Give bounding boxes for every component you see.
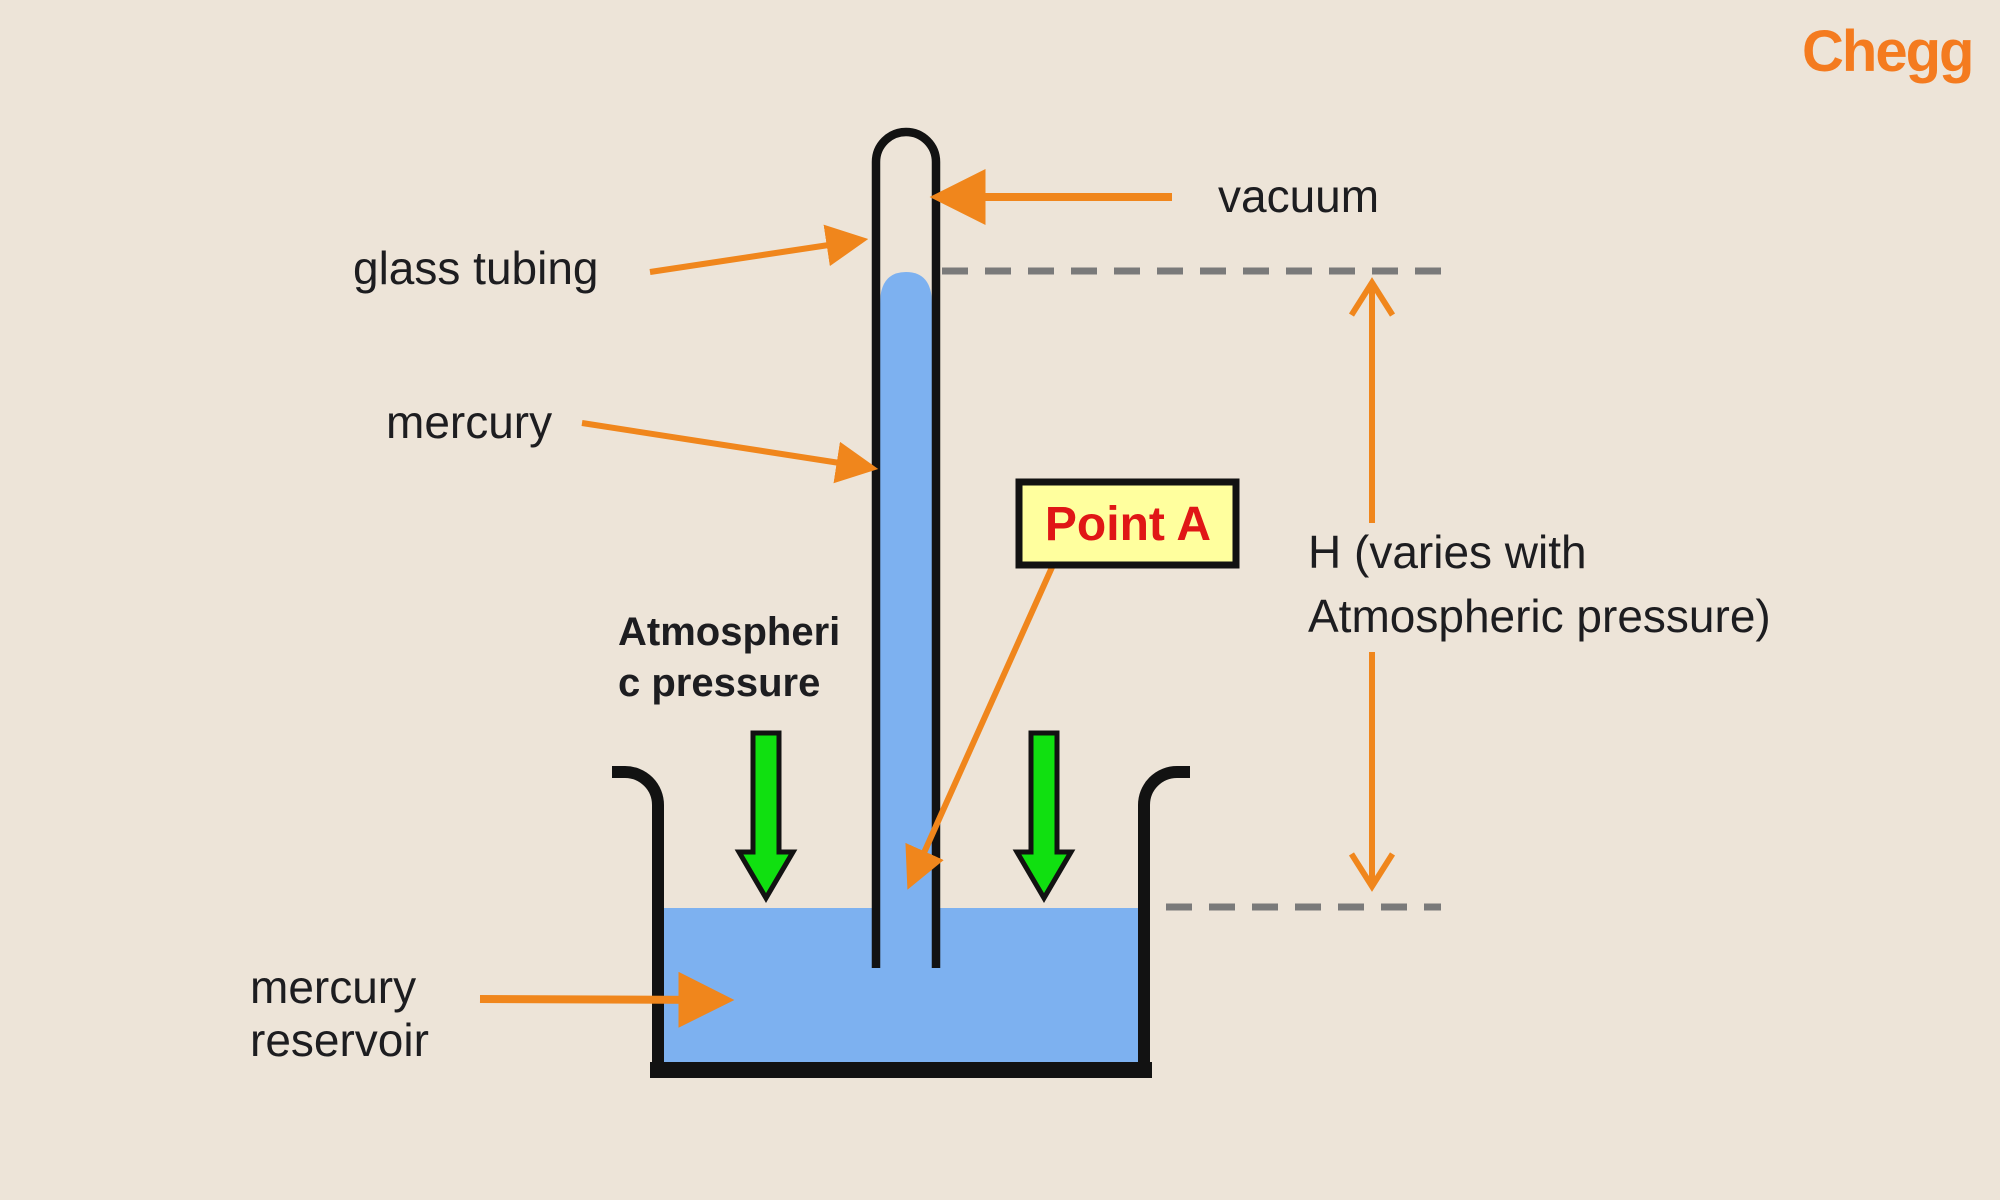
point-a-pointer-arrow — [905, 563, 1056, 890]
point-a-box — [1015, 478, 1240, 569]
mercury-arrow — [581, 420, 879, 484]
atmospheric-pressure-arrow-right — [1012, 730, 1076, 903]
height-label-line1: H (varies with — [1308, 526, 1587, 578]
reservoir-right-wall — [1138, 766, 1190, 1064]
atmospheric-pressure-label-line1: Atmospheri — [618, 610, 840, 654]
mercury-reservoir-arrow — [479, 971, 735, 1028]
glass-tubing-label: glass tubing — [353, 242, 599, 294]
glass-tubing-arrow — [649, 224, 869, 275]
tube-mercury-column — [880, 272, 932, 940]
mercury-reservoir-label-line1: mercury — [250, 961, 416, 1013]
atmospheric-pressure-arrow-left — [734, 730, 798, 903]
reservoir-left-wall — [612, 766, 664, 1064]
mercury-reservoir-label-line2: reservoir — [250, 1014, 429, 1066]
mercury-label: mercury — [386, 396, 552, 448]
height-label-line2: Atmospheric pressure) — [1308, 590, 1771, 642]
atmospheric-pressure-label-line2: c pressure — [618, 661, 820, 705]
point-a-label: Point A — [1045, 498, 1211, 551]
chegg-logo: Chegg — [1802, 19, 1974, 84]
vacuum-label: vacuum — [1218, 170, 1379, 222]
glass-tube-outline — [871, 127, 941, 968]
